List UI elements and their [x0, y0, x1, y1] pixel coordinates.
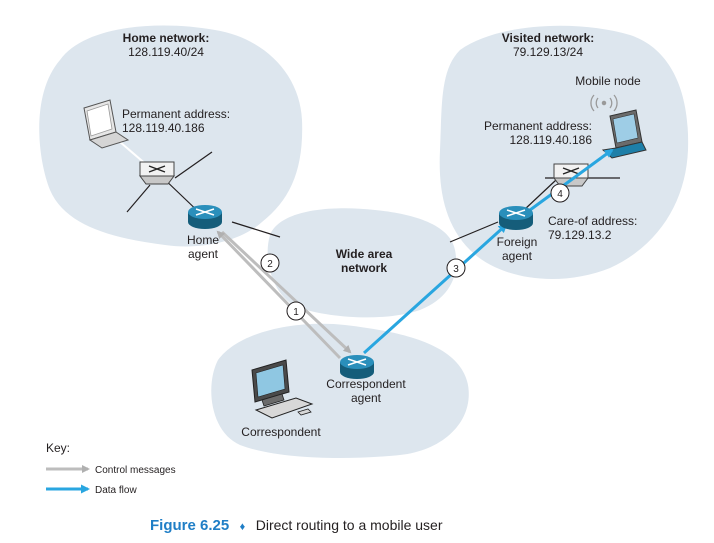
home-permanent-address: 128.119.40.186 [122, 121, 205, 135]
key-control-label: Control messages [95, 465, 176, 476]
visited-network-title: Visited network: [502, 31, 594, 45]
visited-permanent-label: Permanent address: [484, 119, 592, 133]
wan-label-line1: Wide area [336, 247, 393, 261]
foreign-agent-label-line1: Foreign [497, 235, 538, 249]
mobile-node-label: Mobile node [575, 74, 641, 88]
wan-cloud [267, 208, 457, 318]
correspondent-network-cloud [211, 323, 469, 458]
wireless-signal-icon [590, 94, 618, 112]
caption-figure-number: Figure 6.25 [150, 517, 229, 534]
svg-text:4: 4 [557, 189, 563, 200]
home-network-cloud [39, 25, 303, 247]
figure-caption: Figure 6.25 ♦ Direct routing to a mobile… [150, 517, 443, 534]
visited-permanent-address: 128.119.40.186 [509, 133, 592, 147]
svg-text:3: 3 [453, 264, 459, 275]
careof-address: 79.129.13.2 [548, 228, 612, 242]
step-2-badge: 2 [260, 253, 280, 273]
home-hub [139, 161, 175, 185]
svg-text:1: 1 [293, 307, 299, 318]
step-4-badge: 4 [550, 183, 570, 203]
careof-label: Care-of address: [548, 214, 637, 228]
key-data-label: Data flow [95, 485, 137, 496]
home-agent-router-icon [188, 205, 222, 229]
correspondent-agent-label-line2: agent [351, 391, 382, 405]
foreign-agent-router-icon [499, 206, 533, 230]
home-network-title: Home network: [123, 31, 210, 45]
correspondent-agent-router-icon [340, 355, 374, 379]
foreign-agent-label-line2: agent [502, 249, 533, 263]
correspondent-host-label: Correspondent [241, 425, 321, 439]
caption-text: Direct routing to a mobile user [256, 517, 443, 533]
control-arrow-1 [220, 230, 352, 354]
mobile-node-laptop-icon [601, 109, 647, 159]
visited-network-subnet: 79.129.13/24 [513, 45, 583, 59]
home-laptop-icon [83, 99, 130, 149]
data-flow-arrow-4 [529, 148, 614, 212]
home-agent-label-line2: agent [188, 247, 219, 261]
caption-separator: ♦ [240, 521, 246, 533]
visited-hub [553, 163, 589, 187]
home-agent-label-line1: Home [187, 233, 219, 247]
control-arrow-2 [216, 230, 342, 360]
key-title: Key: [46, 441, 70, 455]
data-flow-arrow-3 [362, 223, 508, 355]
correspondent-agent-label-line1: Correspondent [326, 377, 406, 391]
home-permanent-label: Permanent address: [122, 107, 230, 121]
correspondent-computer-icon [251, 359, 314, 419]
step-1-badge: 1 [286, 301, 306, 321]
home-network-subnet: 128.119.40/24 [128, 45, 204, 59]
wan-label-line2: network [341, 261, 387, 275]
step-3-badge: 3 [446, 258, 466, 278]
svg-text:2: 2 [267, 259, 273, 270]
